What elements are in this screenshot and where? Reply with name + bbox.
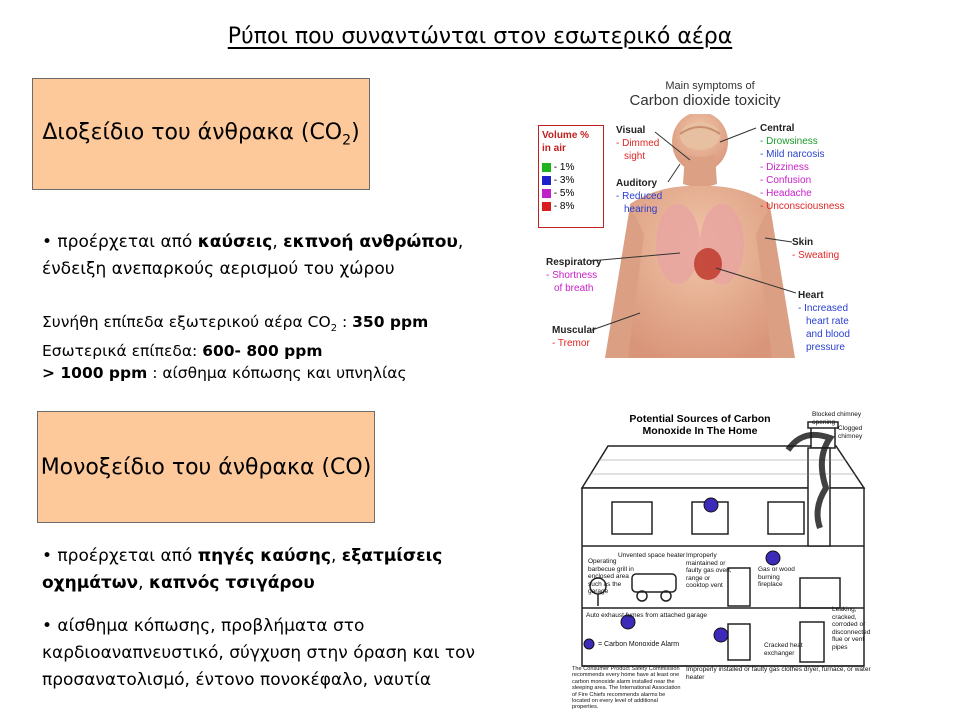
co2-heading-box: Διοξείδιο του άνθρακα (CO2) <box>32 78 370 190</box>
callout-dryer: Improperly installed or faulty gas cloth… <box>686 666 871 681</box>
human-body-illustration <box>605 114 795 358</box>
callout-flue: Leaking, cracked, corroded or disconnect… <box>832 606 871 651</box>
callout-heat-exchanger: Cracked heat exchanger <box>764 642 803 657</box>
co2-indoor-level: Εσωτερικά επίπεδα: 600- 800 ppm <box>42 342 323 361</box>
co2-outdoor-level: Συνήθη επίπεδα εξωτερικού αέρα CO2 : 350… <box>42 313 429 335</box>
co2-sources-bullet: • προέρχεται από καύσεις, εκπνοή ανθρώπο… <box>42 232 464 279</box>
visual-symptoms: Visual - Dimmed sight <box>616 125 660 162</box>
legend-swatch-1 <box>542 162 551 172</box>
co-sources-bullet: • προέρχεται από πηγές καύσης, εξατμίσει… <box>42 546 443 593</box>
muscular-symptoms: Muscular - Tremor <box>552 325 596 349</box>
callout-space-heater: Unvented space heater <box>618 552 686 559</box>
legend-item: - 1% <box>542 161 600 174</box>
co2-legend: Volume % in air - 1% - 3% - 5% - 8% <box>538 125 604 228</box>
co2-toxicity-figure: Main symptoms of Carbon dioxide toxicity… <box>530 78 870 358</box>
legend-item: - 8% <box>542 200 600 213</box>
co-heading-box: Μονοξείδιο του άνθρακα (CO) <box>37 411 375 523</box>
legend-item: - 5% <box>542 187 600 200</box>
co2-figure-title: Carbon dioxide toxicity <box>629 92 781 109</box>
central-symptoms: Central - Drowsiness - Mild narcosis - D… <box>760 123 845 212</box>
callout-auto-exhaust: Auto exhaust fumes from attached garage <box>586 612 708 619</box>
heart-symptoms: Heart - Increased heart rate and blood p… <box>798 290 850 353</box>
co2-figure-subtitle: Main symptoms of <box>665 80 755 92</box>
legend-swatch-3 <box>542 175 551 185</box>
co2-pointer-lines <box>589 127 797 331</box>
legend-swatch-5 <box>542 188 551 198</box>
slide-title: Ρύποι που συναντώνται στον εσωτερικό αέρ… <box>0 24 960 49</box>
co-heading: Μονοξείδιο του άνθρακα (CO) <box>40 454 372 480</box>
callout-fireplace: Gas or wood burning fireplace <box>758 566 795 588</box>
callout-barbecue: Operating barbecue grill in enclosed are… <box>588 558 634 595</box>
co2-heading: Διοξείδιο του άνθρακα (CO2) <box>42 119 360 149</box>
callout-blocked-chimney: Blocked chimney opening <box>812 411 862 426</box>
co-sources-figure: Potential Sources of Carbon Monoxide In … <box>568 408 876 711</box>
legend-item: - 3% <box>542 174 600 187</box>
slide-title-text: Ρύποι που συναντώνται στον εσωτερικό αέρ… <box>227 24 733 49</box>
legend-swatch-8 <box>542 201 551 211</box>
house-illustration <box>580 421 866 667</box>
respiratory-symptoms: Respiratory - Shortness of breath <box>546 257 602 294</box>
callout-note: The Consumer Product Safety Commission r… <box>572 666 681 711</box>
auditory-symptoms: Auditory - Reduced hearing <box>616 178 663 215</box>
callout-alarm-legend: = Carbon Monoxide Alarm <box>598 641 680 648</box>
co2-high-level: > 1000 ppm : αίσθημα κόπωσης και υπνηλία… <box>42 364 407 383</box>
legend-title: Volume % in air <box>542 130 590 154</box>
skin-symptoms: Skin - Sweating <box>792 237 840 261</box>
co2-levels: Συνήθη επίπεδα εξωτερικού αέρα CO2 : 350… <box>42 311 522 384</box>
callout-clogged-chimney: Clogged chimney <box>838 425 863 440</box>
callout-gas-oven: Improperly maintained or faulty gas oven… <box>686 552 732 589</box>
co-figure-title: Potential Sources of Carbon Monoxide In … <box>629 413 771 437</box>
co-symptoms-bullet: • αίσθημα κόπωσης, προβλήματα στο καρδιο… <box>42 616 476 690</box>
